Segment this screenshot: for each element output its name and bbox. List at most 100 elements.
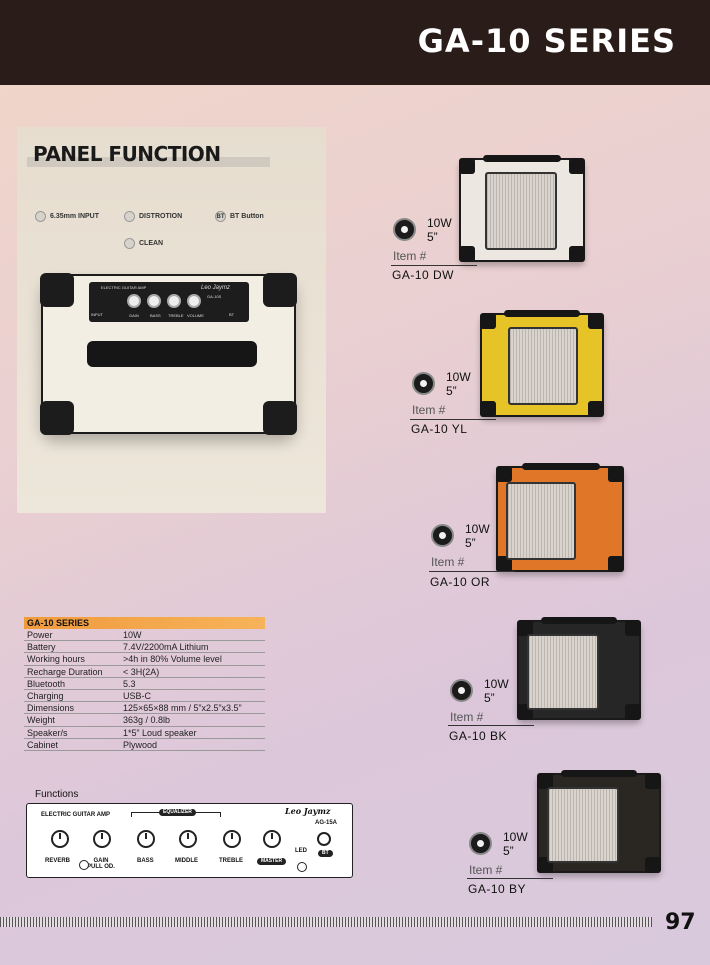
corner-guard <box>40 401 74 435</box>
master-knob <box>263 830 281 848</box>
panel-function-block: PANEL FUNCTION 6.35mm INPUT DISTROTION B… <box>17 127 326 513</box>
speaker-size: 5” <box>465 536 476 550</box>
knob-label: MASTER <box>257 858 287 865</box>
corner-guard <box>569 246 585 262</box>
model-number: GA-10 BK <box>449 729 508 743</box>
amp-handle <box>87 341 257 367</box>
spec-table-header: GA-10 SERIES <box>24 617 265 629</box>
corner-guard <box>608 466 624 482</box>
watt-label: 10W <box>484 677 509 691</box>
spec-row: Power 10W <box>24 629 265 642</box>
legend-label: DISTROTION <box>139 213 183 220</box>
amp-handle <box>483 155 561 162</box>
knob-label: TREBLE <box>219 858 243 864</box>
legend-distortion: DISTROTION <box>124 211 182 222</box>
input-label: INPUT <box>91 312 103 317</box>
corner-guard <box>625 704 641 720</box>
amp-model: GA-10S <box>207 294 222 299</box>
watt-label: 10W <box>446 370 471 384</box>
legend-clean: CLEAN <box>124 238 163 249</box>
amp-panel-title: ELECTRIC GUITAR AMP <box>101 285 147 290</box>
functions-title: Functions <box>35 789 79 800</box>
amp-image <box>517 617 641 720</box>
corner-guard <box>625 620 641 636</box>
spec-key: Cabinet <box>27 739 59 750</box>
spec-row: Recharge Duration< 3H(2A) <box>24 666 265 678</box>
speaker-icon <box>431 524 454 547</box>
speaker-grill <box>508 327 578 405</box>
amp-illustration: ELECTRIC GUITAR AMP Leo Jaymz GA-10S INP… <box>40 273 297 435</box>
amp-image <box>537 770 661 873</box>
legend-label: 6.35mm INPUT <box>50 213 100 220</box>
brand-logo: Leo Jaymz <box>201 285 231 291</box>
functions-panel-diagram: ELECTRIC GUITAR AMP EQUALIZER Leo Jaymz … <box>26 803 353 878</box>
divider <box>410 419 496 420</box>
spec-value: >4h in 80% Volume level <box>123 654 222 665</box>
model-number: GA-10 BY <box>468 882 527 896</box>
model-label: AG-15A <box>315 820 338 826</box>
bass-knob <box>137 830 155 848</box>
knob-label: REVERB <box>45 858 71 864</box>
bt-button <box>317 832 331 846</box>
knob-label: MIDDLE <box>175 858 198 864</box>
spec-value: 5.3 <box>123 678 136 689</box>
spec-row: Working hours >4h in 80% Volume level <box>24 653 265 666</box>
speaker-grill <box>485 172 557 250</box>
title-underline <box>27 157 270 167</box>
header-bar: GA-10 SERIES <box>0 0 710 85</box>
item-label: Item # <box>450 710 484 724</box>
divider <box>448 725 534 726</box>
jack-icon <box>79 860 89 870</box>
knob-label: VOLUME <box>187 313 204 318</box>
knob <box>147 294 161 308</box>
knob-label: BASS <box>137 858 154 864</box>
bt-label: BT <box>229 312 235 317</box>
amp-handle <box>504 310 580 317</box>
speaker-icon <box>393 218 416 241</box>
legend-input: 6.35mm INPUT <box>35 211 99 222</box>
corner-guard <box>480 313 496 329</box>
spec-value: < 3H(2A) <box>123 666 160 677</box>
spec-value: 10W <box>123 630 142 640</box>
item-label: Item # <box>431 555 465 569</box>
corner-guard <box>645 857 661 873</box>
corner-guard <box>480 401 496 417</box>
corner-guard <box>569 158 585 174</box>
spec-value: USB-C <box>123 690 152 701</box>
legend-label: CLEAN <box>139 240 164 247</box>
speaker-icon <box>469 832 492 855</box>
speaker-grill <box>527 634 599 710</box>
corner-guard <box>263 273 297 307</box>
page-title: GA-10 SERIES <box>417 22 676 60</box>
cloud-icon <box>124 211 135 222</box>
corner-guard <box>496 466 512 482</box>
spec-key: Bluetooth <box>27 678 66 689</box>
spec-key: Working hours <box>27 654 85 665</box>
footer-bar <box>0 917 652 927</box>
corner-guard <box>459 246 475 262</box>
watt-label: 10W <box>503 830 528 844</box>
led-icon <box>297 862 307 872</box>
corner-guard <box>588 401 604 417</box>
corner-guard <box>459 158 475 174</box>
speaker-icon <box>450 679 473 702</box>
bt-badge-icon: BT <box>215 211 226 222</box>
page-number: 97 <box>665 910 696 935</box>
watt-label: 10W <box>465 522 490 536</box>
model-number: GA-10 YL <box>411 422 468 436</box>
legend-label: BT Button <box>230 213 264 220</box>
speaker-size: 5” <box>484 691 495 705</box>
divider <box>391 265 477 266</box>
spec-value: 363g / 0.8lb <box>123 715 171 726</box>
bt-label: BT <box>318 850 333 857</box>
amp-image <box>480 310 604 417</box>
corner-guard <box>517 620 533 636</box>
amp-image <box>459 155 585 262</box>
spec-key: Power <box>27 630 53 640</box>
equalizer-label: EQUALIZER <box>159 809 196 816</box>
amp-handle <box>522 463 600 470</box>
item-label: Item # <box>412 403 446 417</box>
